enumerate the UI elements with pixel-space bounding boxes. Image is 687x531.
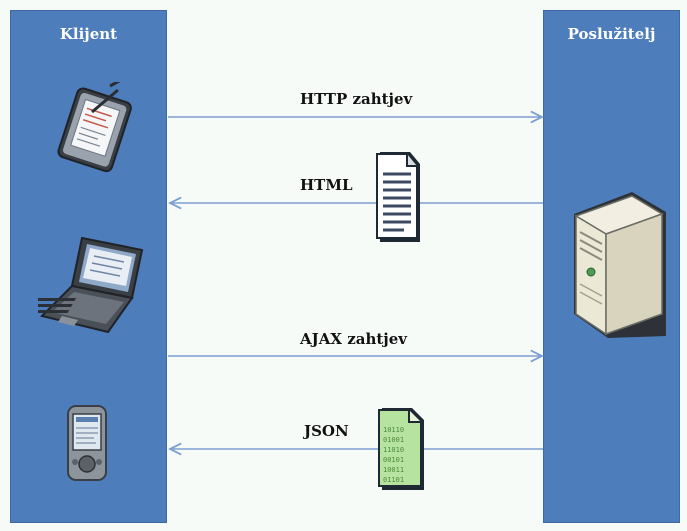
svg-text:00101: 00101	[383, 456, 404, 464]
laptop-icon	[38, 236, 144, 334]
server-title: Poslužitelj	[567, 25, 656, 43]
ajax-request-label: AJAX zahtjev	[300, 330, 407, 348]
server-tower-icon	[574, 192, 666, 338]
html-document-icon	[376, 152, 420, 242]
svg-text:10011: 10011	[383, 466, 404, 474]
pda-icon	[67, 405, 107, 481]
tablet-icon	[57, 82, 132, 173]
json-response-label: JSON	[304, 422, 349, 440]
svg-text:01001: 01001	[383, 436, 404, 444]
svg-text:01101: 01101	[383, 476, 404, 484]
svg-text:11010: 11010	[383, 446, 404, 454]
svg-text:10110: 10110	[383, 426, 404, 434]
client-title: Klijent	[59, 25, 118, 43]
html-response-label: HTML	[300, 176, 353, 194]
http-request-label: HTTP zahtjev	[300, 90, 413, 108]
json-document-icon: 10110 01001 11010 00101 10011 01101	[378, 408, 424, 490]
